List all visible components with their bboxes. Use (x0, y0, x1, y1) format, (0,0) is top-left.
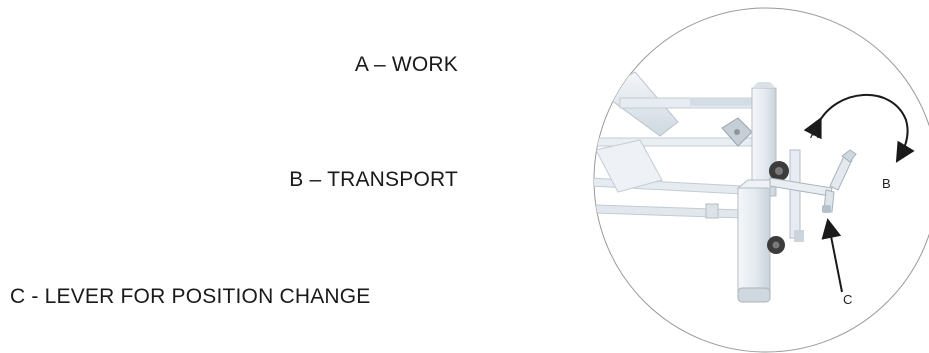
legend-lever: C - LEVER FOR POSITION CHANGE (10, 285, 371, 308)
callout-c: C (843, 292, 852, 307)
callout-a: A (810, 126, 819, 141)
bed-frame-photo (594, 71, 857, 303)
lever-pointer-arrow (821, 218, 843, 293)
legend-transport: B – TRANSPORT (289, 168, 458, 191)
legend-work: A – WORK (354, 53, 458, 76)
callout-b: B (882, 176, 891, 191)
motion-arrow (803, 94, 915, 163)
